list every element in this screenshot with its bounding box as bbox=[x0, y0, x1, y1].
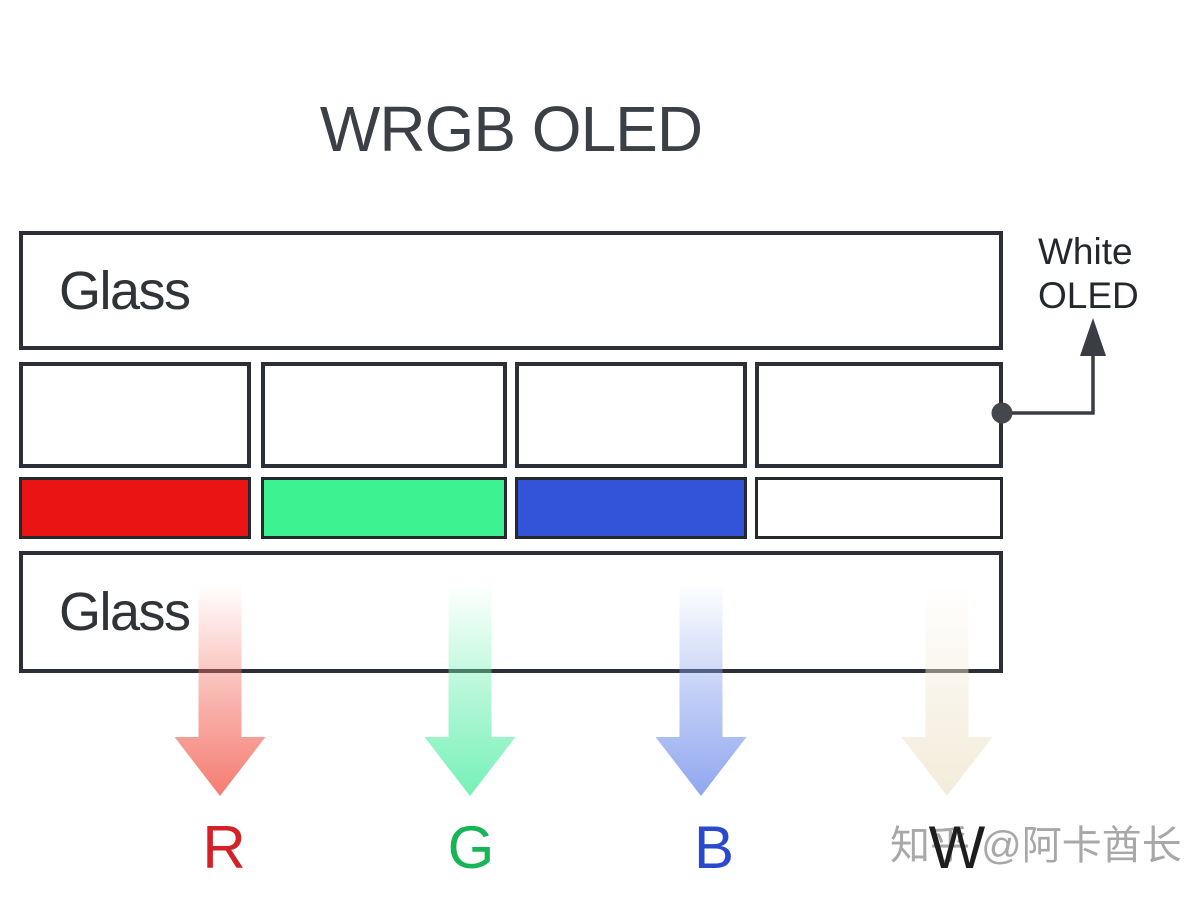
white-oled-cell-1 bbox=[19, 362, 251, 468]
callout-up-arrow-icon bbox=[1080, 318, 1106, 356]
white-oled-cell-3 bbox=[515, 362, 747, 468]
legend-letter-r: R bbox=[202, 814, 246, 881]
callout-connector-line bbox=[1002, 350, 1095, 415]
legend-letter-b: B bbox=[693, 814, 735, 881]
white-oled-cell-4 bbox=[755, 362, 1003, 468]
bottom-glass-layer: Glass bbox=[19, 551, 1003, 673]
diagram-title: WRGB OLED bbox=[319, 93, 703, 165]
color-filter-green bbox=[261, 477, 507, 539]
color-filter-blue bbox=[515, 477, 747, 539]
color-filter-white bbox=[755, 477, 1003, 539]
white-oled-cell-2 bbox=[261, 362, 507, 468]
bottom-glass-label: Glass bbox=[59, 582, 191, 642]
top-glass-label: Glass bbox=[59, 260, 191, 321]
legend-letter-w: W bbox=[928, 814, 986, 881]
white-oled-callout-label: White OLED bbox=[1038, 231, 1139, 316]
top-glass-layer: Glass bbox=[19, 231, 1003, 350]
color-filter-red bbox=[19, 477, 251, 539]
white-oled-callout-pointer bbox=[991, 318, 1106, 424]
watermark: 知乎 @阿卡酋长 bbox=[890, 824, 1182, 868]
legend-letter-g: G bbox=[447, 814, 495, 881]
